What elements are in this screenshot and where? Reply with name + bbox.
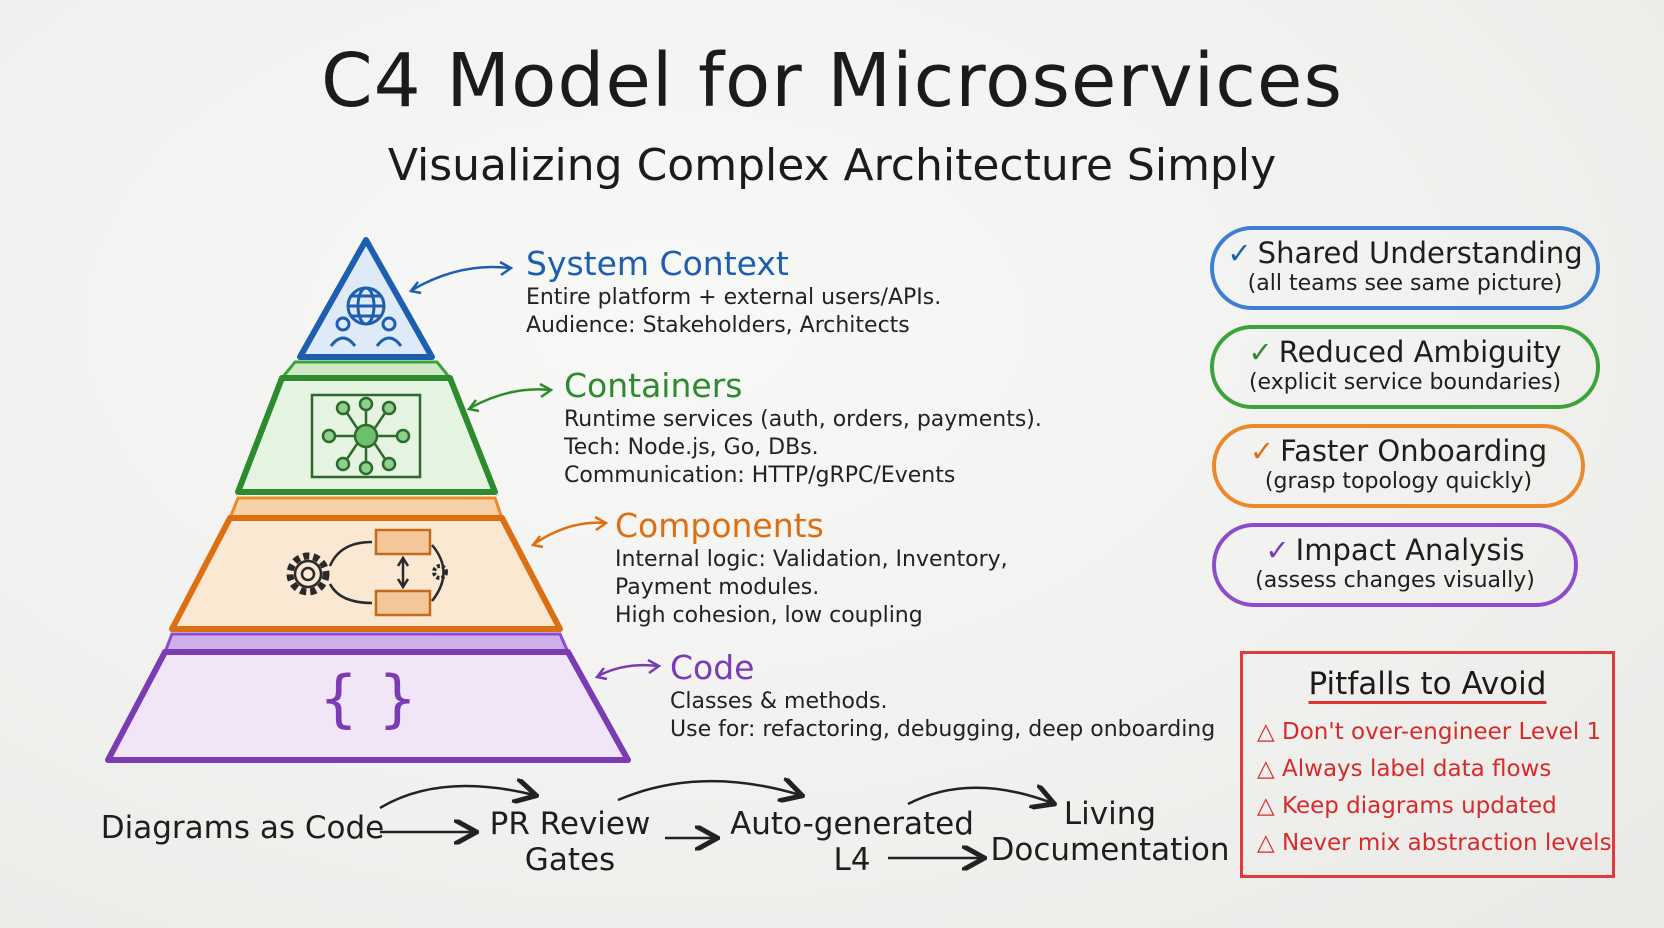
pitfall-item: △ Always label data flows xyxy=(1257,756,1552,782)
system-context-arrow xyxy=(411,265,511,292)
check-icon: ✓ xyxy=(1265,533,1290,567)
flow-arrow-2-curve xyxy=(617,781,800,800)
level-components: Components Internal logic: Validation, I… xyxy=(615,506,1008,630)
level-line: Payment modules. xyxy=(615,575,820,600)
check-icon: ✓ xyxy=(1249,434,1275,468)
page-title: C4 Model for Microservices xyxy=(320,38,1344,124)
benefit-impact-analysis: ✓Impact Analysis (assess changes visuall… xyxy=(1212,523,1578,607)
code-braces-icon: { } xyxy=(318,662,418,735)
flow-arrow-1-curve xyxy=(379,786,534,810)
benefit-subtitle: (all teams see same picture) xyxy=(1247,271,1563,296)
globe-users-icon xyxy=(329,286,403,347)
pitfall-item: △ Don't over-engineer Level 1 xyxy=(1257,719,1602,745)
flow-step-living-documentation: Living Documentation xyxy=(990,796,1230,868)
level-line: Tech: Node.js, Go, DBs. xyxy=(564,435,819,460)
level-line: Communication: HTTP/gRPC/Events xyxy=(564,463,956,488)
page-subtitle: Visualizing Complex Architecture Simply xyxy=(387,140,1277,191)
flow-step-pr-review-gates: PR Review Gates xyxy=(489,806,651,878)
pitfall-item: △ Never mix abstraction levels xyxy=(1257,830,1612,856)
level-code: Code Classes & methods. Use for: refacto… xyxy=(670,648,1215,744)
benefit-shared-understanding: ✓Shared Understanding (all teams see sam… xyxy=(1210,226,1600,310)
benefit-subtitle: (explicit service boundaries) xyxy=(1248,370,1562,395)
benefit-title: Faster Onboarding xyxy=(1280,434,1548,468)
benefit-reduced-ambiguity: ✓Reduced Ambiguity (explicit service bou… xyxy=(1210,325,1600,409)
benefit-title: Reduced Ambiguity xyxy=(1278,335,1562,369)
containers-arrow xyxy=(469,388,551,410)
level-containers: Containers Runtime services (auth, order… xyxy=(564,366,1042,490)
code-arrow xyxy=(597,663,659,678)
system-context-tier xyxy=(297,237,435,360)
benefit-subtitle: (assess changes visually) xyxy=(1255,568,1535,593)
level-line: Classes & methods. xyxy=(670,689,888,714)
check-icon: ✓ xyxy=(1248,335,1273,369)
level-line: High cohesion, low coupling xyxy=(615,603,923,628)
level-heading: Components xyxy=(615,506,824,545)
level-heading: System Context xyxy=(526,244,789,283)
pitfalls-box: Pitfalls to Avoid △ Don't over-engineer … xyxy=(1240,651,1615,878)
level-heading: Containers xyxy=(564,366,743,405)
level-line: Entire platform + external users/APIs. xyxy=(526,285,942,310)
level-line: Internal logic: Validation, Inventory, xyxy=(615,547,1008,572)
code-tier xyxy=(105,649,631,763)
benefit-faster-onboarding: ✓Faster Onboarding (grasp topology quick… xyxy=(1212,424,1585,508)
level-line: Use for: refactoring, debugging, deep on… xyxy=(670,717,1216,742)
components-arrow xyxy=(533,521,606,546)
benefit-subtitle: (grasp topology quickly) xyxy=(1264,469,1533,494)
benefit-title: Shared Understanding xyxy=(1257,236,1583,270)
warning-triangle-icon: △ xyxy=(1257,793,1275,819)
warning-triangle-icon: △ xyxy=(1257,756,1275,782)
level-system-context: System Context Entire platform + externa… xyxy=(526,244,941,340)
pitfall-item: △ Keep diagrams updated xyxy=(1257,793,1557,819)
network-hub-icon xyxy=(310,393,422,479)
level-heading: Code xyxy=(670,648,755,687)
level-line: Audience: Stakeholders, Architects xyxy=(526,313,910,338)
check-icon: ✓ xyxy=(1227,236,1252,270)
components-tier xyxy=(169,515,563,632)
warning-triangle-icon: △ xyxy=(1257,830,1275,856)
gear-modules-icon xyxy=(286,528,448,617)
warning-triangle-icon: △ xyxy=(1257,719,1275,745)
flow-step-auto-generated-l4: Auto-generated L4 xyxy=(730,806,974,878)
flow-step-diagrams-as-code: Diagrams as Code xyxy=(100,810,385,846)
flow-arrow-3-curve xyxy=(907,788,1052,804)
level-line: Runtime services (auth, orders, payments… xyxy=(564,407,1042,432)
benefit-title: Impact Analysis xyxy=(1295,533,1525,567)
pitfalls-title: Pitfalls to Avoid xyxy=(1308,666,1547,702)
flow-arrows xyxy=(379,781,1052,858)
